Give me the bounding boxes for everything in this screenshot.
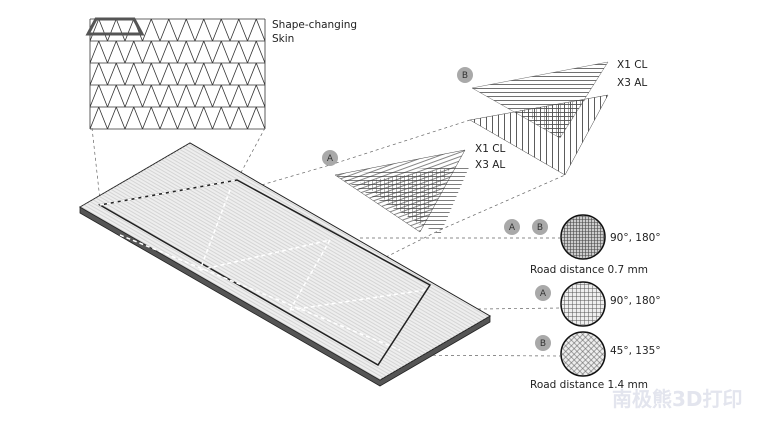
badge-b-group: B: [457, 67, 473, 83]
svg-text:A: A: [327, 154, 334, 164]
group-a-label-1: X1 CL: [475, 143, 506, 155]
group-b-label-2: X3 AL: [617, 77, 647, 89]
triangle-group-b: [469, 61, 609, 176]
road-distance-1: Road distance 0.7 mm: [530, 264, 648, 276]
skin-label-2: Skin: [272, 33, 294, 45]
sample-2-angles: 90°, 180°: [610, 295, 661, 307]
sample-1: A B 90°, 180°: [504, 214, 661, 260]
highlighted-cell: [85, 17, 145, 36]
road-distance-2: Road distance 1.4 mm: [530, 379, 648, 391]
svg-text:A: A: [540, 289, 547, 299]
badge-a-group: A: [322, 150, 338, 166]
svg-text:B: B: [462, 71, 468, 81]
skin-grid-lines: [89, 18, 266, 130]
svg-text:A: A: [509, 223, 516, 233]
svg-text:B: B: [540, 339, 546, 349]
group-b-label-1: X1 CL: [617, 59, 648, 71]
watermark: 南极熊3D打印: [612, 387, 743, 411]
triangle-skin-grid: [89, 18, 266, 130]
svg-text:B: B: [537, 223, 543, 233]
printed-plate: [79, 142, 491, 387]
sample-1-angles: 90°, 180°: [610, 232, 661, 244]
group-a-label-2: X3 AL: [475, 159, 505, 171]
skin-label: Shape-changing: [272, 19, 357, 31]
sample-3: B 45°, 135°: [535, 331, 661, 377]
sample-3-angles: 45°, 135°: [610, 345, 661, 357]
triangle-group-a: [334, 149, 470, 235]
sample-2: A 90°, 180°: [535, 281, 661, 327]
